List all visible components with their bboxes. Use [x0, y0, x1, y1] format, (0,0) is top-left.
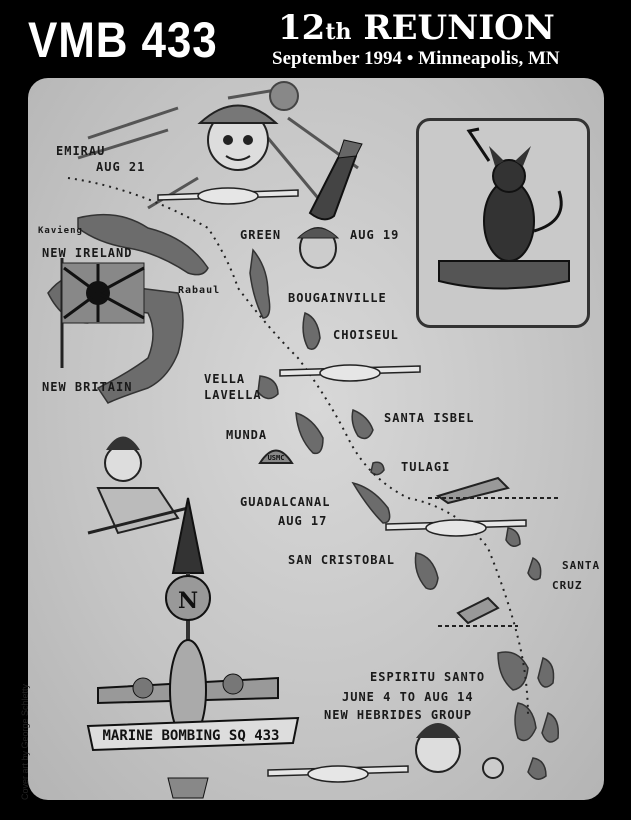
label-santa: SANTA [562, 559, 601, 572]
label-lavella: LAVELLA [204, 388, 262, 402]
label-san-cristobal: SAN CRISTOBAL [288, 553, 395, 567]
label-guadalcanal: GUADALCANAL [240, 495, 331, 509]
label-guadalcanal-date: AUG 17 [278, 514, 328, 528]
squadron-banner-text: MARINE BOMBING SQ 433 [102, 728, 279, 744]
label-kavieng: Kavieng [38, 226, 83, 236]
label-bougainville: BOUGAINVILLE [288, 291, 387, 305]
label-new-hebrides: NEW HEBRIDES GROUP [324, 708, 473, 722]
flight-path [67, 177, 529, 719]
sun-shape [269, 81, 299, 111]
label-cruz: CRUZ [552, 579, 583, 592]
header-reunion-title: 12th REUNION [278, 8, 555, 52]
map-drawing: N MARINE BOMBING SQ 433 USMC [47, 81, 560, 799]
cartoon-face-top [197, 104, 279, 171]
label-choiseul: CHOISEUL [333, 328, 399, 342]
label-green-date: AUG 19 [350, 228, 400, 242]
label-new-britain: NEW BRITAIN [42, 380, 133, 394]
reunion-number: 12 [278, 8, 326, 48]
compass-and-bomber [86, 497, 300, 799]
reunion-suffix: th [325, 19, 352, 45]
label-espiritu-santo: ESPIRITU SANTO [370, 670, 486, 684]
usmc-helmet [258, 449, 294, 464]
map-panel: N MARINE BOMBING SQ 433 USMC EMIRAU AUG … [28, 78, 604, 800]
label-green: GREEN [240, 228, 282, 242]
insignia-drawing [438, 127, 570, 290]
reunion-word: REUNION [363, 8, 555, 48]
header-unit-title: VMB 433 [28, 12, 218, 68]
label-rabaul: Rabaul [178, 285, 221, 296]
label-santa-isbel: SANTA ISBEL [384, 411, 475, 425]
compass-n-letter: N [178, 588, 198, 614]
label-espiritu-dates: JUNE 4 TO AUG 14 [342, 690, 474, 704]
header-date-location: September 1994 • Minneapolis, MN [272, 48, 560, 69]
aircraft [157, 187, 527, 783]
label-new-ireland: NEW IRELAND [42, 246, 133, 260]
artist-credit: Cover art by George Schletty [20, 683, 30, 800]
cartoon-lady-left [87, 436, 189, 535]
bomb-shape [308, 139, 363, 221]
sunken-ships [428, 476, 558, 627]
label-vella: VELLA [204, 372, 246, 386]
label-emirau: EMIRAU [56, 144, 106, 158]
usmc-helmet-text: USMC [268, 454, 285, 462]
label-munda: MUNDA [226, 428, 268, 442]
squadron-insignia [416, 118, 590, 328]
soldier-head [296, 227, 340, 269]
rising-sun-flag [60, 258, 145, 368]
cartoon-face-bottom [415, 723, 504, 779]
islands [47, 213, 560, 780]
label-emirau-date: AUG 21 [96, 160, 146, 174]
label-tulagi: TULAGI [401, 460, 451, 474]
